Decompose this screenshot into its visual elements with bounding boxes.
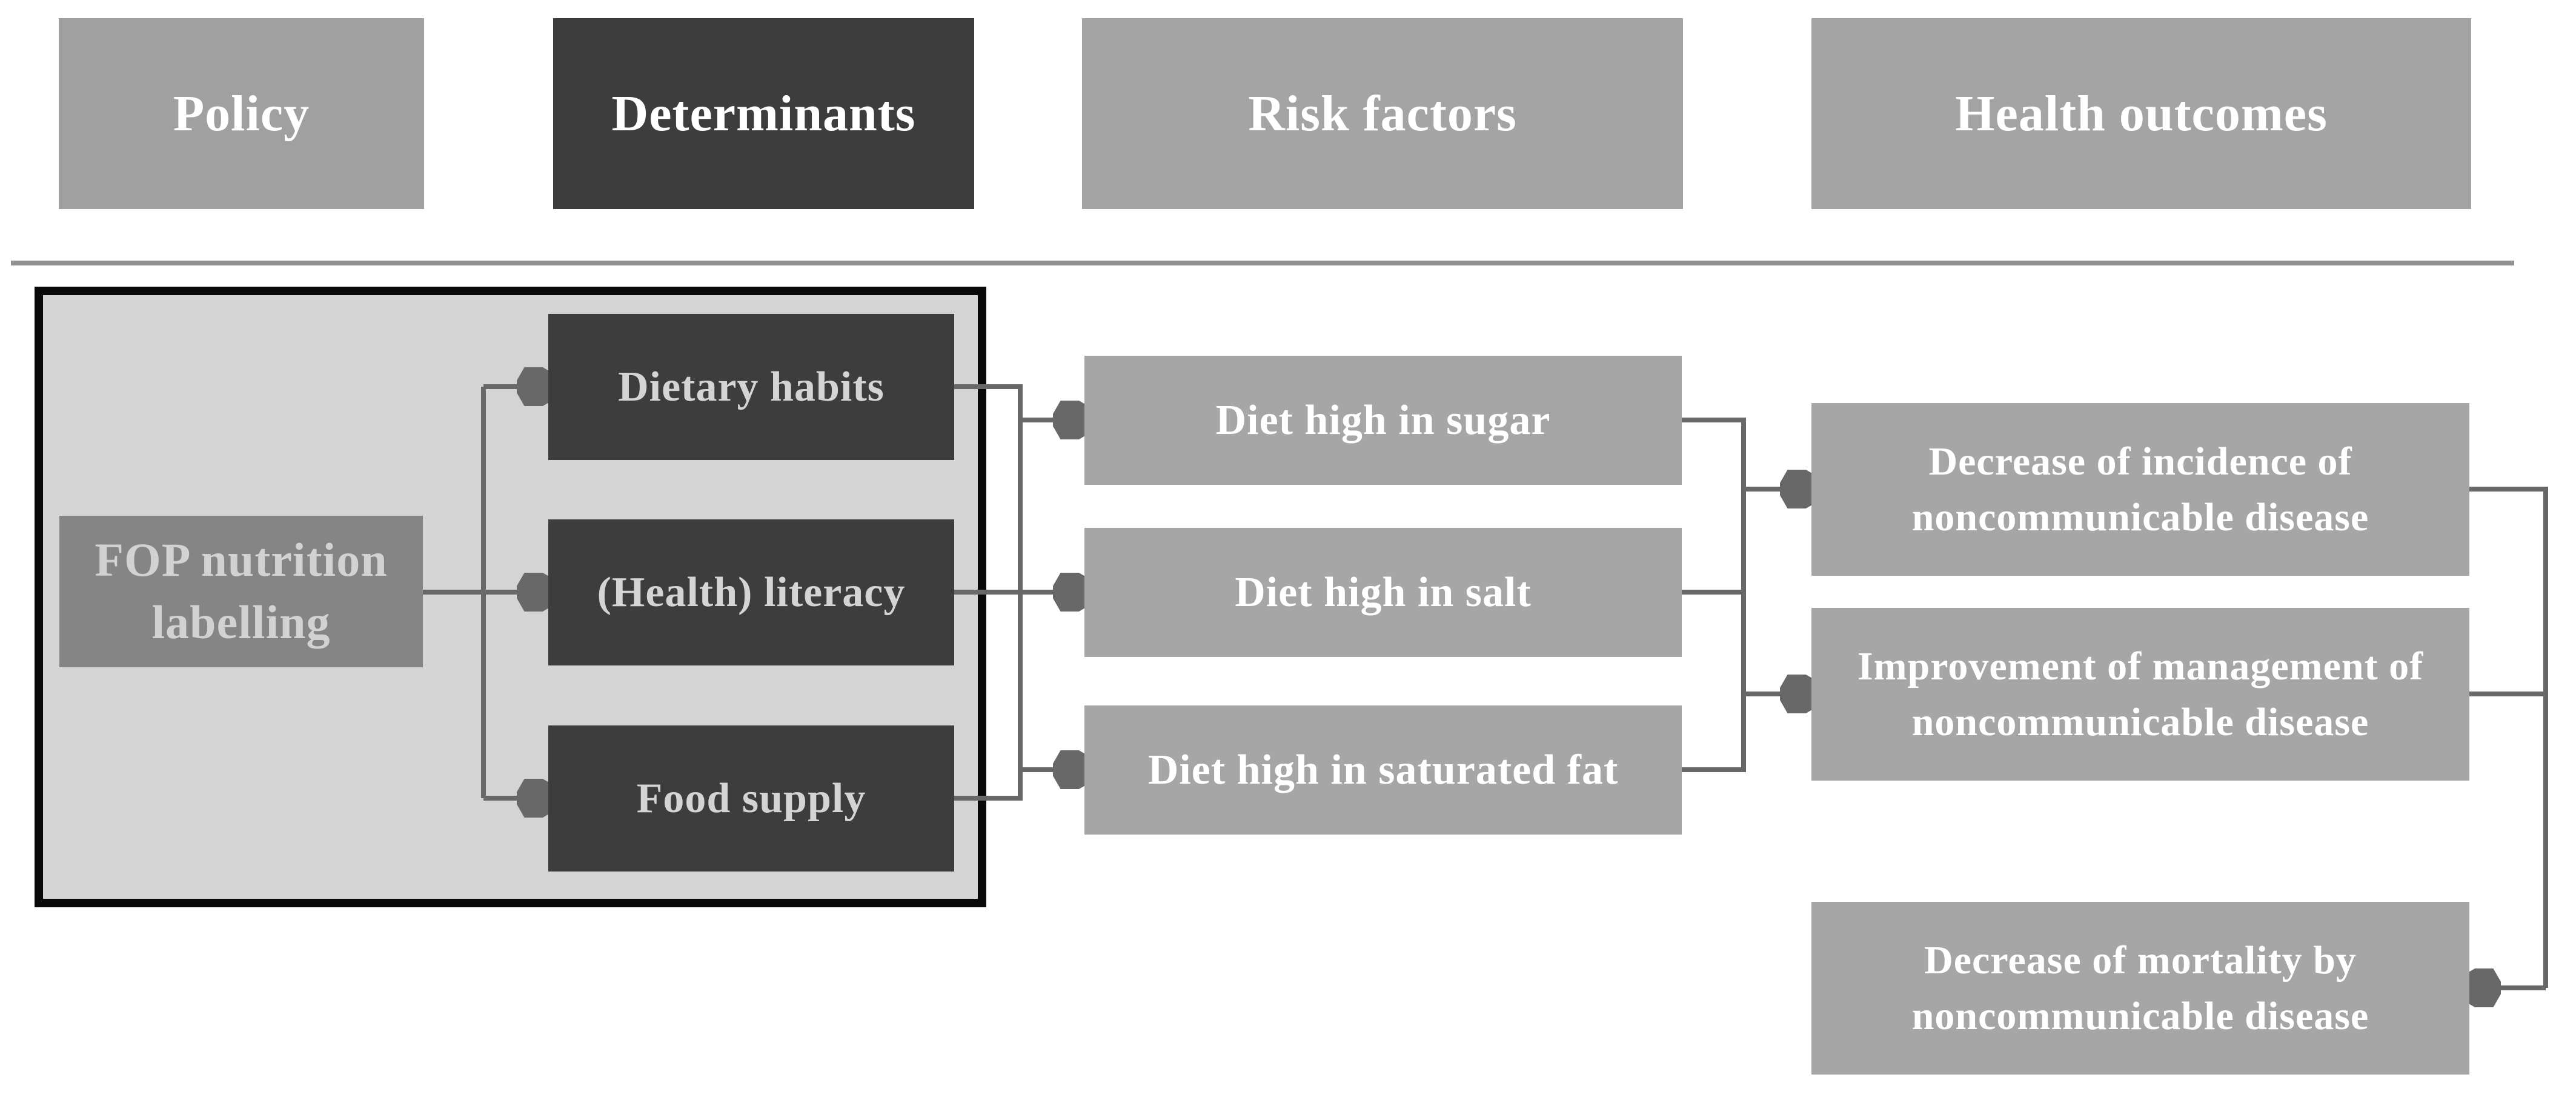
header-divider-line bbox=[11, 261, 2514, 265]
header-determinants: Determinants bbox=[553, 18, 974, 209]
risk-box-diet-high-in-salt: Diet high in salt bbox=[1084, 528, 1682, 657]
fop-nutrition-labelling-box: FOP nutrition labelling bbox=[59, 516, 423, 667]
risk-box-diet-high-in-saturated-fat: Diet high in saturated fat bbox=[1084, 705, 1682, 835]
outcome-box-decrease-mortality: Decrease of mortality by noncommunicable… bbox=[1811, 902, 2469, 1075]
arrows-outcomes-to-mortality bbox=[2467, 487, 2548, 988]
determinant-box-dietary-habits: Dietary habits bbox=[548, 314, 954, 460]
header-risk-factors: Risk factors bbox=[1082, 18, 1683, 209]
outcome-box-decrease-incidence: Decrease of incidence of noncommunicable… bbox=[1811, 403, 2469, 576]
determinant-box-food-supply: Food supply bbox=[548, 725, 954, 872]
header-policy: Policy bbox=[59, 18, 424, 209]
header-health-outcomes: Health outcomes bbox=[1811, 18, 2471, 209]
arrows-risks-to-outcomes bbox=[1679, 418, 1811, 772]
determinant-box-health-literacy: (Health) literacy bbox=[548, 519, 954, 665]
risk-box-diet-high-in-sugar: Diet high in sugar bbox=[1084, 356, 1682, 485]
outcome-box-improve-management: Improvement of management of noncommunic… bbox=[1811, 608, 2469, 781]
